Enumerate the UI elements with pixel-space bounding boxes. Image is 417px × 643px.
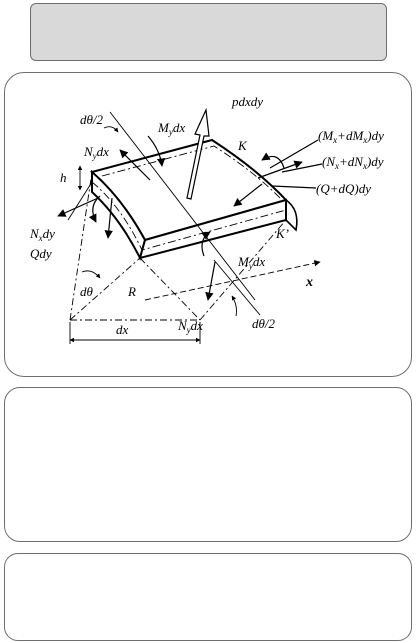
element-right-face [285, 199, 298, 232]
label-mx-dmx-dy: (Mx+dMx)dy [318, 128, 384, 145]
label-dtheta: dθ [80, 284, 94, 299]
nx-dy-arrow [57, 197, 99, 217]
label-dx: dx [116, 322, 129, 337]
label-p-dx-dy: pdxdy [231, 94, 263, 109]
mid-surface-line-top [101, 145, 283, 201]
label-q-dq-dy: (Q+dQ)dy [316, 181, 371, 196]
force-arrows [57, 107, 323, 301]
bottom-panel [4, 553, 412, 641]
label-x-axis: x [305, 275, 313, 290]
diagram-labels: dθ/2 Mydx Nydx h Nxdy Qdy dθ R dx pdxdy … [29, 94, 384, 337]
label-ny-dx-top: Nydx [83, 144, 109, 161]
middle-panel [4, 387, 412, 542]
label-nx-dy: Nxdy [29, 226, 55, 243]
label-h: h [60, 170, 67, 185]
q-dy-arrow [104, 197, 113, 239]
mx-dmx-dy-moment [261, 152, 285, 169]
nx-dnx-dy-arrow [257, 160, 303, 179]
my-dx-top-moment [147, 135, 166, 167]
mx-dy-moment [88, 195, 101, 223]
label-ny-dx-bottom: Nydx [177, 318, 203, 335]
label-k-prime: K’ [275, 226, 289, 241]
label-dtheta-half-bottom: dθ/2 [252, 316, 275, 331]
my-dx-bottom-moment [201, 231, 211, 257]
ny-dx-bottom-arrow [205, 261, 216, 301]
label-my-dx-bottom: Mydx [237, 254, 265, 271]
mid-surface-line [91, 181, 287, 251]
q-dq-dy-arrow [233, 183, 263, 207]
label-my-dx-top: Mydx [157, 120, 185, 137]
label-r: R [127, 284, 136, 299]
label-nx-dnx-dy: (Nx+dNx)dy [322, 154, 384, 171]
construction-lines [67, 111, 321, 344]
label-q-dy: Qdy [30, 246, 52, 261]
header-panel [30, 3, 387, 61]
pressure-arrow [186, 107, 210, 200]
ny-dx-top-arrow [119, 149, 151, 181]
label-k: K [237, 138, 248, 153]
label-dtheta-half-top: dθ/2 [80, 112, 103, 127]
